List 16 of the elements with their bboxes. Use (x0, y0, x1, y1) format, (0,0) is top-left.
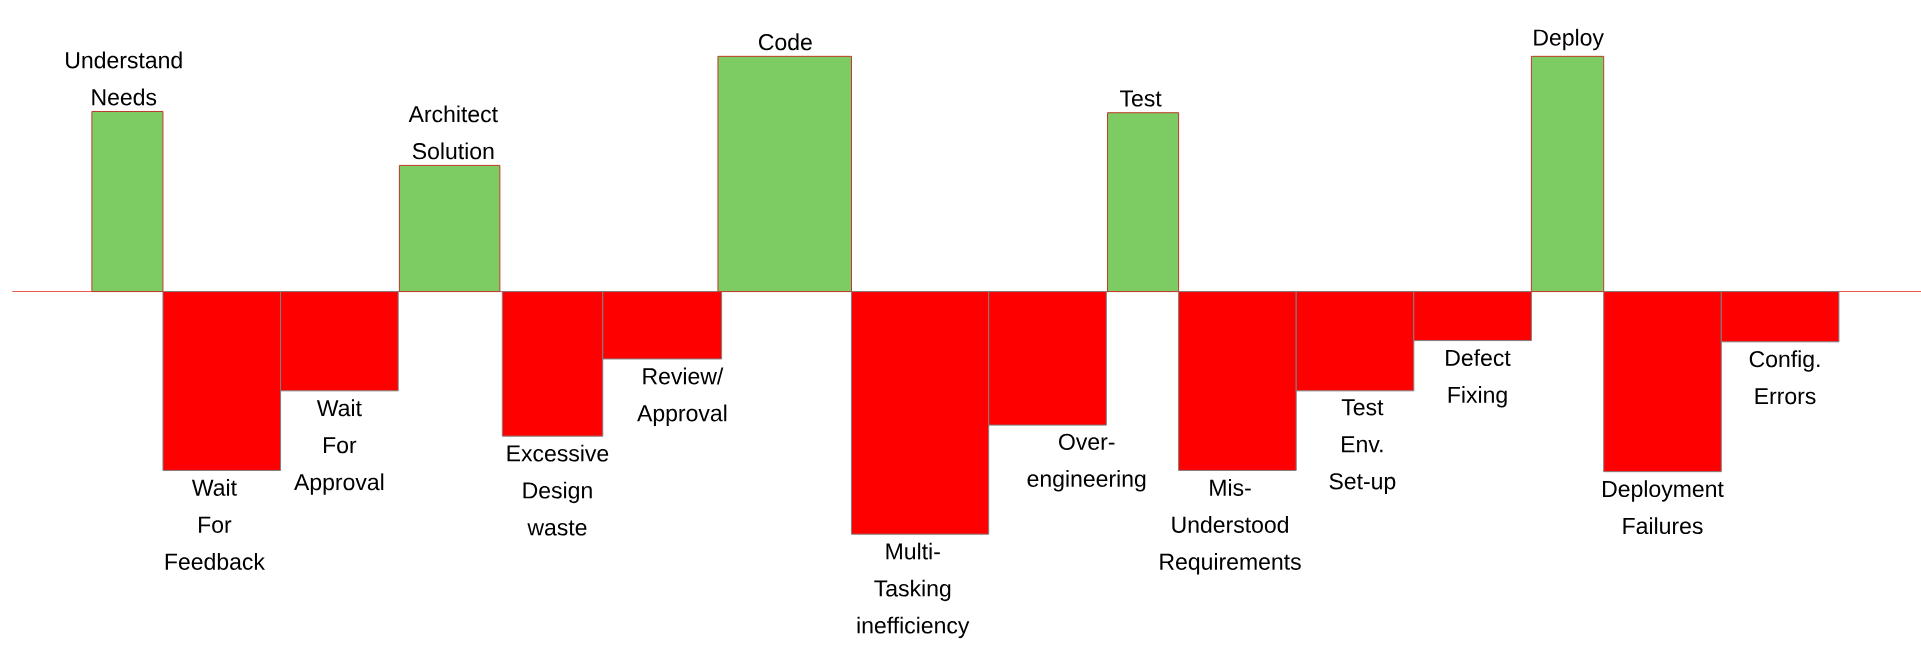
bar-label: Mis- Understood Requirements (1160, 478, 1301, 575)
bar-label: Test (1120, 90, 1162, 107)
bar-label: Review/ Approval (637, 367, 727, 426)
bar-label: Wait For Feedback (165, 478, 265, 570)
bar-label: Understand Needs (66, 51, 182, 106)
bar-label: Wait For Approval (294, 399, 384, 495)
bar-label: Excessive Design waste (507, 444, 609, 536)
bar-label: Code (759, 33, 812, 51)
bar-label: Multi- Tasking inefficiency (857, 542, 970, 639)
bar-label: Deploy (1534, 28, 1604, 51)
bar-label: Architect Solution (408, 105, 498, 160)
bar-label: Config. Errors (1749, 350, 1820, 405)
bar-label: Test Env. Set-up (1329, 399, 1396, 494)
bar-label: Deployment Failures (1603, 480, 1724, 535)
bar-label: Over- engineering (1027, 433, 1146, 492)
bar-label: Defect Fixing (1446, 349, 1511, 408)
